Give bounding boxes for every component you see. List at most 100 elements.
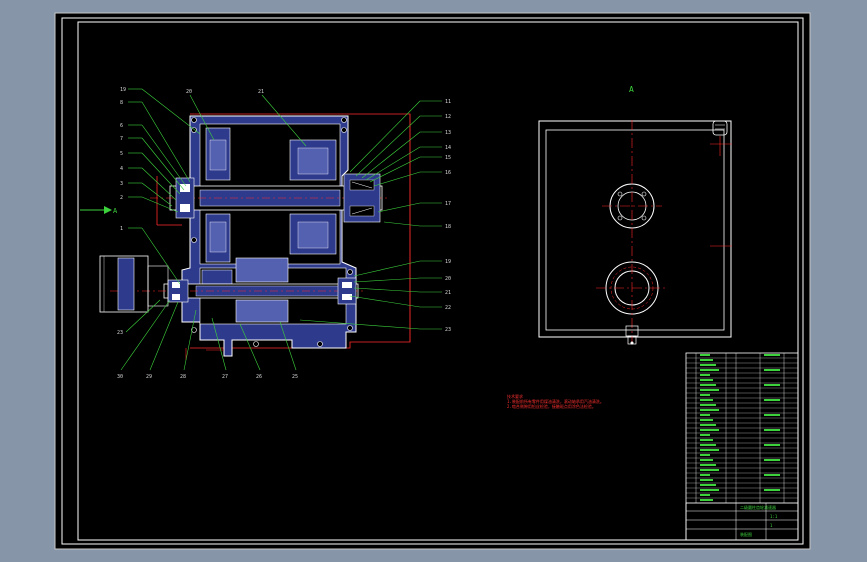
label-right-18: 18	[445, 224, 451, 230]
bearing-lower-right	[337, 277, 357, 305]
leader-line	[141, 227, 181, 285]
label-left-2: 2	[120, 195, 123, 201]
label-bottom-28: 28	[180, 374, 186, 380]
side-view-title: A	[629, 85, 634, 94]
parts-list-entry-mark	[700, 409, 719, 411]
parts-list-entry-mark	[700, 474, 710, 476]
leader-line	[149, 301, 179, 371]
leader-line	[239, 323, 261, 371]
side-housing-outer	[538, 120, 732, 338]
parts-list-entry-mark	[764, 354, 780, 356]
leader-line	[211, 317, 227, 371]
parts-list-entry-mark	[700, 439, 713, 441]
label-bottom-29: 29	[146, 374, 152, 380]
label-right-19: 19	[445, 259, 451, 265]
parts-list-entry-mark	[700, 414, 710, 416]
label-right-16: 16	[445, 170, 451, 176]
bearing-cap-upper-left	[175, 177, 195, 219]
parts-list-entry-mark	[764, 414, 780, 416]
leader-line	[141, 101, 191, 183]
leader-line	[361, 131, 421, 179]
leader-line	[377, 202, 421, 213]
side-lifting-lug	[712, 120, 728, 136]
parts-list-entry-mark	[700, 354, 710, 356]
leader-line	[141, 167, 177, 201]
label-right-14: 14	[445, 145, 451, 151]
label-left-7: 7	[120, 136, 123, 142]
leader-line	[383, 221, 421, 227]
leader-line	[299, 319, 421, 330]
inner-frame	[77, 21, 799, 541]
label-top-21: 21	[258, 89, 264, 95]
leader-line	[349, 100, 421, 173]
parts-list-entry-mark	[700, 484, 716, 486]
side-housing-inner	[545, 129, 725, 331]
leader-line	[125, 299, 161, 333]
parts-list-entry-mark	[700, 389, 719, 391]
parts-list-entry-mark	[764, 384, 780, 386]
leader-line	[120, 299, 171, 371]
parts-list-entry-mark	[700, 364, 716, 366]
title-scale: 1:1	[770, 514, 778, 519]
side-view-a[interactable]: A	[538, 85, 732, 345]
label-right-15: 15	[445, 155, 451, 161]
label-right-22: 22	[445, 305, 451, 311]
title-company: 装配图	[740, 531, 752, 537]
leader-line	[349, 295, 421, 308]
parts-list-entry-mark	[700, 404, 716, 406]
parts-list-entry-mark	[700, 429, 719, 431]
label-right-20: 20	[445, 276, 451, 282]
label-left-mid: 23	[117, 330, 123, 336]
leader-line	[183, 309, 197, 371]
bearing-cap-upper-right	[343, 173, 381, 223]
label-top-20: 20	[186, 89, 192, 95]
parts-list-entry-mark	[764, 459, 780, 461]
output-coupling	[99, 255, 169, 313]
parts-list-entry-mark	[764, 399, 780, 401]
parts-list-entry-mark	[700, 469, 719, 471]
label-left-4: 4	[120, 166, 123, 172]
parts-list-entry-mark	[700, 494, 710, 496]
leader-line	[353, 260, 421, 277]
parts-list-entry-mark	[700, 454, 710, 456]
notes-line-2: 2.啮合侧隙用铅丝检验，接触斑点用涂色法检验。	[507, 403, 596, 409]
parts-list-table[interactable]	[685, 352, 799, 541]
label-left-19: 19	[120, 87, 126, 93]
parts-list-entry-mark	[700, 374, 710, 376]
parts-list-entry-mark	[764, 489, 780, 491]
outer-frame	[61, 17, 804, 545]
bearing-lower-left	[167, 279, 189, 303]
leader-line	[141, 137, 185, 191]
parts-list-entry-mark	[700, 359, 713, 361]
leader-line	[141, 196, 179, 213]
parts-list-entry-mark	[700, 369, 719, 371]
leader-line	[369, 156, 421, 183]
leader-line	[141, 88, 201, 135]
view-arrow-letter: A	[113, 207, 118, 215]
leader-line	[373, 171, 421, 187]
leader-line	[141, 124, 187, 187]
label-right-23: 23	[445, 327, 451, 333]
gear-upper-right	[289, 139, 337, 255]
leader-line	[279, 321, 297, 371]
technical-notes: 技术要求 1.装配前所有零件用煤油清洗，滚动轴承用汽油清洗。 2.啮合侧隙用铅丝…	[507, 393, 604, 409]
leader-line	[355, 115, 421, 177]
label-right-12: 12	[445, 114, 451, 120]
parts-list-entry-mark	[700, 489, 719, 491]
label-right-13: 13	[445, 130, 451, 136]
parts-list-entry-mark	[700, 379, 713, 381]
housing-bolts	[191, 117, 353, 347]
label-right-21: 21	[445, 290, 451, 296]
title-block[interactable]: 二级圆柱齿轮减速器 1:1 1 装配图	[685, 502, 799, 541]
label-right-11: 11	[445, 99, 451, 105]
parts-list-entry-mark	[700, 449, 719, 451]
view-arrow-a: A	[80, 206, 118, 215]
gear-lower	[201, 257, 289, 323]
parts-list-entry-mark	[700, 419, 713, 421]
parts-list-entry-mark	[764, 444, 780, 446]
main-section-view[interactable]	[99, 113, 411, 360]
label-bottom-26: 26	[256, 374, 262, 380]
leader-lines	[120, 88, 442, 371]
